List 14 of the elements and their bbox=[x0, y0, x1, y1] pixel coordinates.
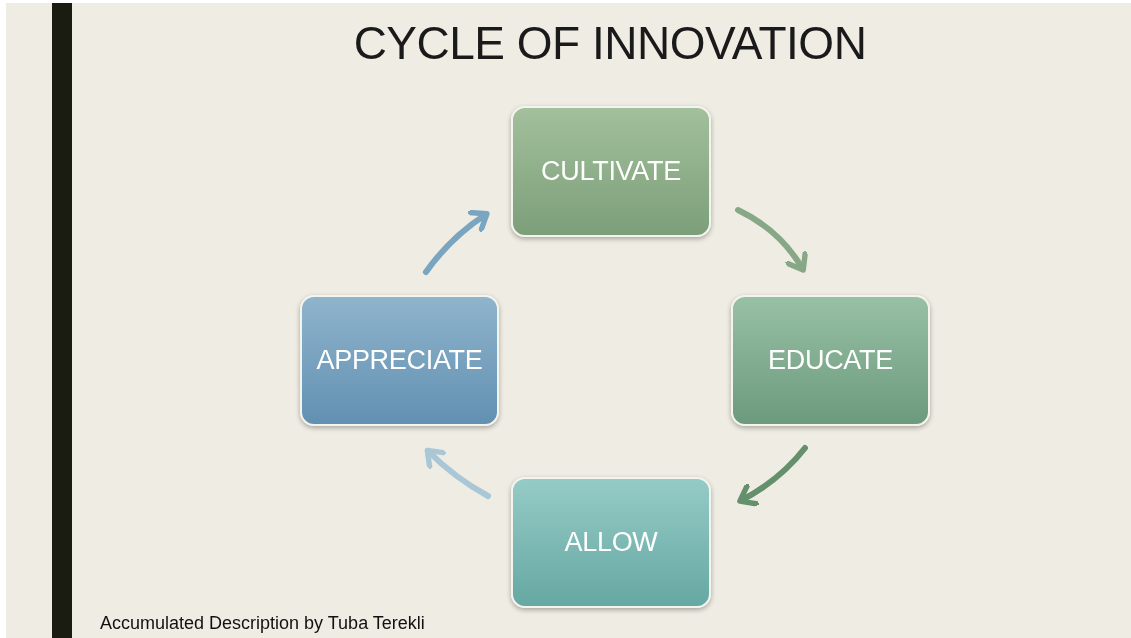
process-box bbox=[731, 295, 930, 426]
caption: Accumulated Description by Tuba Terekli bbox=[100, 613, 425, 634]
box-label: APPRECIATE bbox=[316, 345, 483, 376]
process-box bbox=[511, 477, 711, 608]
process-box bbox=[300, 295, 499, 426]
curved-arrow bbox=[737, 445, 808, 507]
curved-arrow bbox=[424, 447, 491, 499]
box-label: ALLOW bbox=[564, 527, 658, 558]
curved-arrow bbox=[735, 207, 808, 273]
diagram-title: CYCLE OF INNOVATION bbox=[352, 16, 868, 70]
box-label: EDUCATE bbox=[768, 345, 893, 376]
curved-arrow bbox=[423, 210, 490, 275]
box-label: CULTIVATE bbox=[541, 156, 681, 187]
process-box bbox=[511, 106, 711, 237]
